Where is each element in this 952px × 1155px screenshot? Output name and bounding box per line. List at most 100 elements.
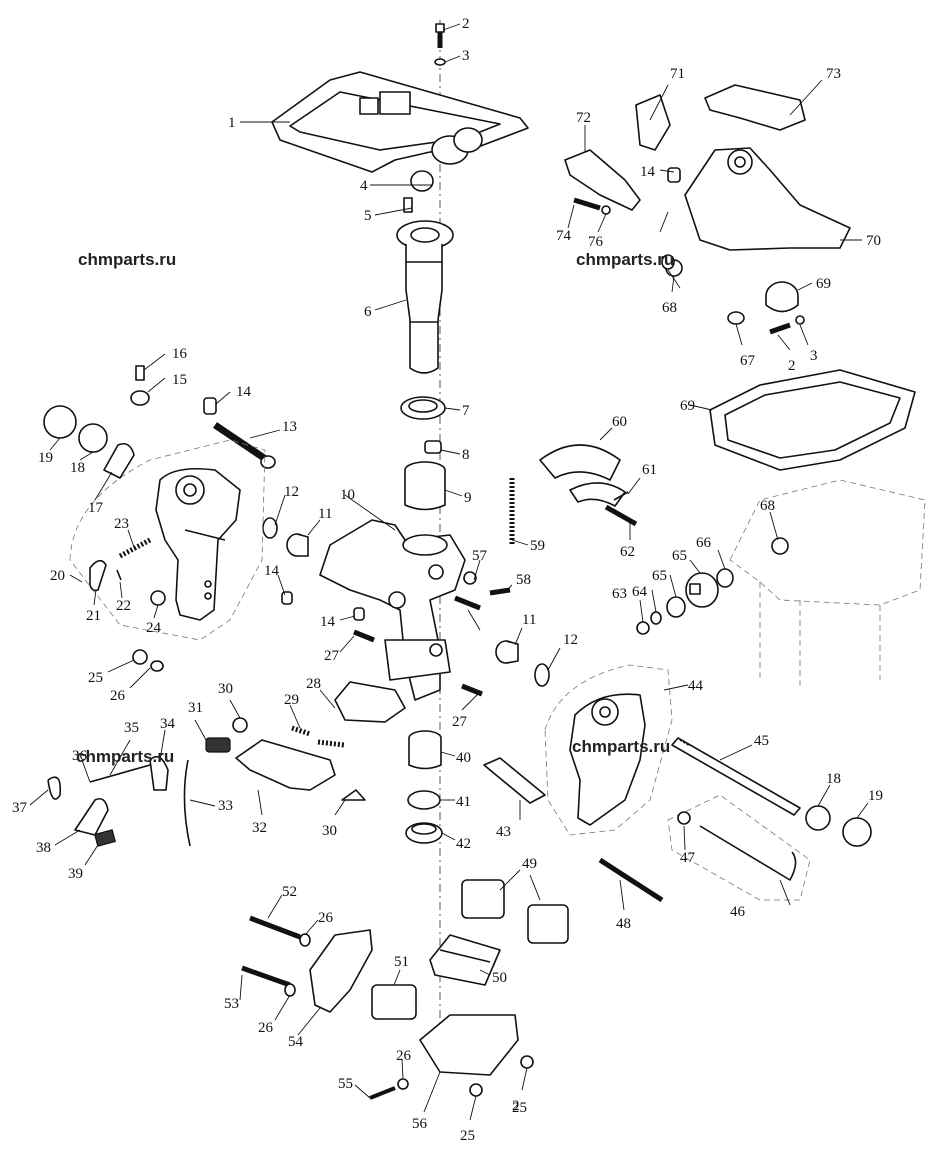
callout-number: 43 <box>496 824 511 840</box>
pad-part <box>371 984 417 1020</box>
bushing-left-part <box>286 533 309 557</box>
callout-number: 25 <box>88 670 103 686</box>
pin-part <box>116 569 122 581</box>
callout-number: 21 <box>86 608 101 624</box>
callout-number: 26 <box>258 1020 274 1036</box>
link-part <box>149 755 169 791</box>
washer-part <box>650 611 662 625</box>
callout-number: 10 <box>340 487 355 503</box>
pad-part <box>94 829 116 847</box>
washer-part <box>284 983 296 997</box>
callout-number: 32 <box>252 820 267 836</box>
washer-part <box>727 311 745 325</box>
watermark-text: chmparts.ru <box>576 250 674 269</box>
callout-number: 22 <box>116 598 131 614</box>
callout-number: 38 <box>36 840 51 856</box>
callout-number: 26 <box>110 688 126 704</box>
bolt-part <box>249 915 301 940</box>
rubber-mount-part <box>765 281 799 313</box>
callout-number: 52 <box>282 884 297 900</box>
bushing-right-part <box>495 640 519 664</box>
spring-part <box>317 739 345 748</box>
plate-part <box>103 442 135 479</box>
nut-part <box>636 621 650 635</box>
callout-number: 67 <box>740 353 756 369</box>
callout-number: 11 <box>318 506 332 522</box>
washer-part <box>601 205 611 215</box>
callout-number: 72 <box>576 110 591 126</box>
grease-nipple-part <box>203 167 681 621</box>
watermark-text: chmparts.ru <box>78 250 176 269</box>
callout-number: 36 <box>72 748 88 764</box>
callout-number: 30 <box>218 681 233 697</box>
washer-part <box>666 596 686 618</box>
watermarks: chmparts.ru chmparts.ru chmparts.ru chmp… <box>76 250 674 766</box>
callout-number: 58 <box>516 572 531 588</box>
callout-number: 56 <box>412 1116 428 1132</box>
callout-number: 62 <box>620 544 635 560</box>
callout-number: 41 <box>456 794 471 810</box>
tube-part <box>483 757 546 804</box>
mount-bracket-part <box>684 147 851 251</box>
swivel-shaft-part <box>396 220 454 374</box>
nut-part <box>469 1083 483 1097</box>
clamp-knob-part <box>842 817 872 847</box>
bolt-part <box>241 965 291 988</box>
callout-number: 27 <box>452 714 468 730</box>
callout-number: 14 <box>640 164 656 180</box>
washer-right-part <box>534 663 550 687</box>
callout-number: 18 <box>70 460 85 476</box>
callout-number: 5 <box>364 208 372 224</box>
callout-number: 64 <box>632 584 648 600</box>
callout-number: 47 <box>680 850 696 866</box>
clamp-bracket-left-part <box>155 467 241 621</box>
callout-number: 57 <box>472 548 488 564</box>
callout-number: 69 <box>816 276 831 292</box>
key-part <box>424 440 442 454</box>
callout-numbers: 1 2 3 4 5 6 7 8 9 10 11 11 12 12 13 14 1… <box>12 16 883 1144</box>
callout-number: 48 <box>616 916 631 932</box>
collar-part <box>400 396 446 420</box>
clip-part <box>130 390 150 406</box>
small-pin-part <box>135 365 145 381</box>
callout-number: 19 <box>38 450 53 466</box>
spring-part <box>118 537 152 559</box>
callout-number: 66 <box>696 535 712 551</box>
nut-part <box>463 571 477 585</box>
callout-number: 12 <box>284 484 299 500</box>
pin-part <box>613 491 629 501</box>
lower-housing-outline <box>729 479 926 690</box>
lever-part <box>89 559 107 592</box>
clamp-knob-part <box>43 405 77 439</box>
clamp-bracket-right-part <box>569 693 646 826</box>
washer-left-part <box>262 517 278 539</box>
callout-number: 76 <box>588 234 604 250</box>
callout-number: 40 <box>456 750 471 766</box>
callout-number: 65 <box>672 548 687 564</box>
callout-number: 54 <box>288 1034 304 1050</box>
bolt-part <box>454 595 481 611</box>
callout-number: 12 <box>563 632 578 648</box>
callout-number: 73 <box>826 66 841 82</box>
block-part <box>461 879 505 919</box>
rod-part <box>183 759 191 847</box>
washer-part <box>434 58 446 66</box>
callout-number: 4 <box>360 178 368 194</box>
callout-number: 26 <box>318 910 334 926</box>
pin-part <box>353 629 375 643</box>
bushing-part <box>677 811 691 825</box>
callout-number: 69 <box>680 398 695 414</box>
damper-part <box>429 934 501 986</box>
tilt-lock-lever-part <box>235 739 336 791</box>
bolt-part <box>435 23 445 48</box>
tilt-pin-part <box>213 422 276 469</box>
callout-number: 53 <box>224 996 239 1012</box>
callout-number: 61 <box>642 462 657 478</box>
washer-part <box>150 660 164 672</box>
callout-number: 2 <box>512 1098 520 1114</box>
screw-part <box>232 717 248 733</box>
rod-part <box>89 764 151 783</box>
callout-number: 8 <box>462 447 470 463</box>
callout-number: 31 <box>188 700 203 716</box>
bolt-part <box>769 322 791 335</box>
